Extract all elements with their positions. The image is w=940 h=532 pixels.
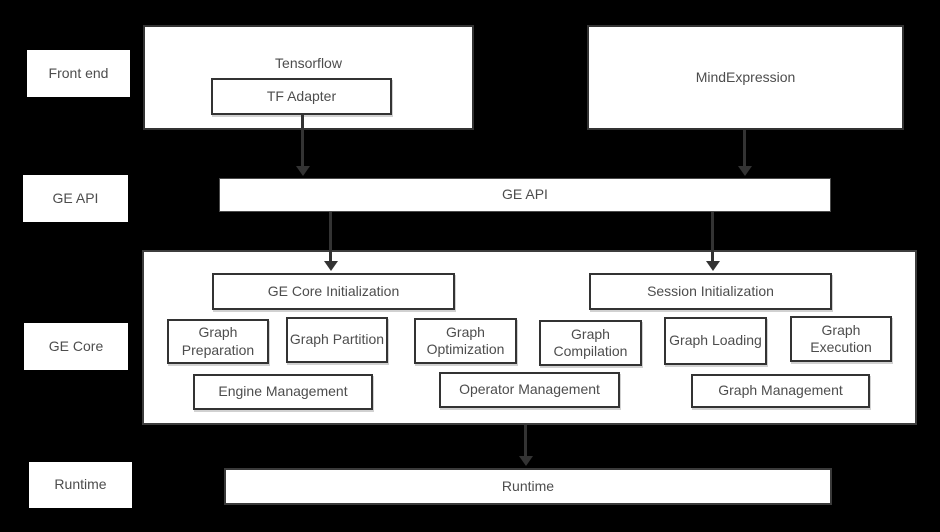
arrow-down-icon-ge-api-to-ge-core-initialization: [329, 212, 332, 261]
engine-management-box: Engine Management: [193, 374, 373, 410]
graph-loading-label: Graph Loading: [669, 332, 762, 349]
operator-management-label: Operator Management: [459, 381, 600, 398]
tf-adapter-box: TF Adapter: [211, 78, 392, 115]
ge-core-box: GE Core Initialization Session Initializ…: [142, 250, 917, 425]
operator-management-box: Operator Management: [439, 372, 620, 408]
ge-core-initialization-label: GE Core Initialization: [267, 282, 400, 299]
graph-loading-box: Graph Loading: [664, 317, 767, 365]
layer-label-ge-api: GE API: [23, 175, 128, 222]
layer-label-front-end-text: Front end: [48, 64, 109, 81]
tensorflow-box: Tensorflow TF Adapter: [143, 25, 474, 130]
layer-label-runtime-text: Runtime: [54, 476, 107, 493]
layer-label-ge-core-text: GE Core: [48, 337, 104, 354]
graph-partition-box: Graph Partition: [286, 317, 388, 363]
graph-optimization-box: Graph Optimization: [414, 318, 517, 364]
runtime-bar-label: Runtime: [501, 477, 555, 494]
graph-execution-label: Graph Execution: [810, 321, 872, 356]
tf-adapter-label: TF Adapter: [266, 87, 337, 104]
graph-partition-label: Graph Partition: [289, 331, 385, 348]
ge-api-bar-label: GE API: [502, 186, 548, 203]
graph-compilation-label: Graph Compilation: [553, 325, 628, 360]
mind-expression-box: MindExpression: [587, 25, 904, 130]
engine-management-label: Engine Management: [218, 383, 348, 400]
arrow-down-icon-ge-api-to-session-initialization: [711, 212, 714, 261]
ge-core-initialization-box: GE Core Initialization: [212, 273, 455, 310]
graph-optimization-label: Graph Optimization: [426, 323, 505, 358]
graph-compilation-box: Graph Compilation: [539, 320, 642, 366]
ge-api-bar: GE API: [219, 178, 831, 212]
graph-preparation-label: Graph Preparation: [181, 324, 255, 358]
layer-label-front-end: Front end: [27, 50, 130, 97]
mind-expression-label: MindExpression: [695, 68, 796, 85]
graph-management-box: Graph Management: [691, 374, 870, 408]
arrow-down-icon-mind-expression-to-ge-api: [743, 130, 746, 166]
layer-label-ge-core: GE Core: [24, 323, 128, 370]
session-initialization-label: Session Initialization: [647, 282, 774, 299]
arrow-down-icon-tf-adapter-to-ge-api: [301, 114, 304, 166]
runtime-bar: Runtime: [224, 468, 832, 505]
session-initialization-box: Session Initialization: [589, 273, 832, 310]
graph-preparation-box: Graph Preparation: [167, 319, 269, 364]
layer-label-ge-api-text: GE API: [52, 189, 99, 206]
graph-execution-box: Graph Execution: [790, 316, 892, 362]
graph-management-label: Graph Management: [718, 382, 843, 399]
tensorflow-title: Tensorflow: [275, 55, 342, 71]
layer-label-runtime: Runtime: [29, 462, 132, 508]
arrow-down-icon-ge-core-to-runtime: [524, 425, 527, 456]
